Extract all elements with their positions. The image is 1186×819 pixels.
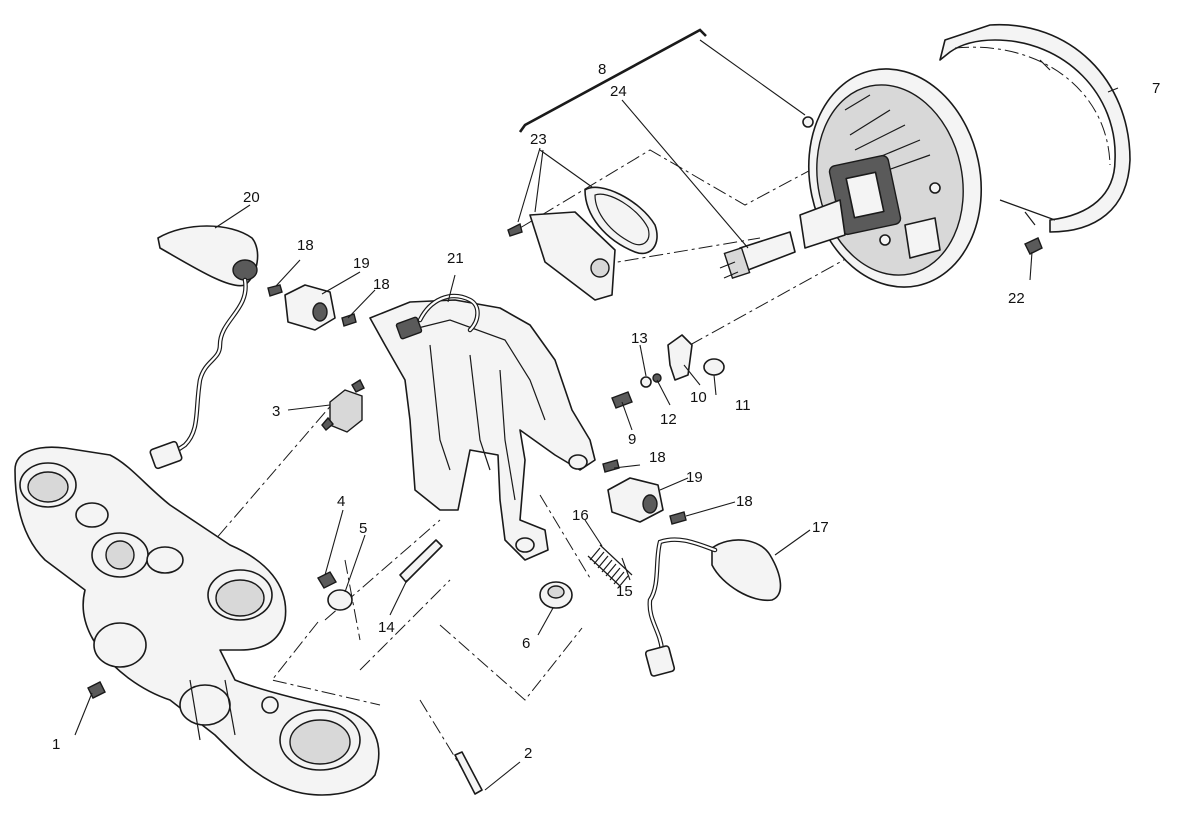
- bushing-part-5: [327, 589, 353, 611]
- callout-24: 24: [610, 83, 627, 100]
- callout-13: 13: [631, 330, 648, 347]
- screw-part-18-d: [669, 511, 687, 525]
- callout-1: 1: [52, 736, 60, 753]
- callout-11: 11: [735, 397, 751, 414]
- callout-19-a: 19: [353, 255, 370, 272]
- turn-signal-right-part-17: [644, 537, 782, 677]
- callout-8: 8: [598, 61, 606, 78]
- callout-6: 6: [522, 635, 530, 652]
- callout-18-b: 18: [373, 276, 390, 293]
- callout-20: 20: [243, 189, 260, 206]
- mount-part-3: [321, 378, 365, 433]
- callout-22: 22: [1008, 290, 1025, 307]
- callout-9: 9: [628, 431, 636, 448]
- headlight-body-part-8: [799, 68, 983, 288]
- leader-line-part-8: [699, 39, 806, 116]
- turn-signal-left-part-20: [149, 225, 259, 470]
- callout-12: 12: [660, 411, 677, 428]
- cover-assembly-part-23: [507, 186, 658, 301]
- bulb-part-24: [719, 231, 796, 280]
- callout-4: 4: [337, 493, 345, 510]
- callout-labels: 1 2 3 4 5 6 7 8 9 10 11 12 13 14 15 16 1…: [52, 61, 1160, 762]
- adjuster-hardware-parts-9-13: [611, 334, 725, 409]
- screw-part-18-b: [341, 313, 357, 327]
- callout-5: 5: [359, 520, 367, 537]
- spring-part-16: [587, 544, 633, 589]
- callout-2: 2: [524, 745, 532, 762]
- callout-16: 16: [572, 507, 589, 524]
- rubber-mount-part-19-lower: [607, 477, 664, 523]
- callout-10: 10: [690, 389, 707, 406]
- callout-leader-lines: [74, 87, 1119, 791]
- screw-part-18-a: [267, 284, 283, 297]
- callout-15: 15: [616, 583, 633, 600]
- callout-23: 23: [530, 131, 547, 148]
- callout-21: 21: [447, 250, 464, 267]
- callout-14: 14: [378, 619, 395, 636]
- nut-part-4: [317, 571, 337, 589]
- callout-18-a: 18: [297, 237, 314, 254]
- callout-18-d: 18: [736, 493, 753, 510]
- callout-18-c: 18: [649, 449, 666, 466]
- callout-19-b: 19: [686, 469, 703, 486]
- rubber-mount-part-19-upper: [284, 284, 336, 331]
- screw-part-18-c: [602, 459, 620, 473]
- pin-part-14: [399, 539, 443, 583]
- callout-3: 3: [272, 403, 280, 420]
- steering-yoke: [14, 446, 380, 796]
- grommet-part-6: [539, 581, 573, 609]
- screw-part-22: [1024, 237, 1043, 255]
- bracket-part-21: [369, 293, 596, 561]
- callout-7: 7: [1152, 80, 1160, 97]
- callout-17: 17: [812, 519, 829, 536]
- bracket-line-part-8: [518, 28, 707, 133]
- trim-ring-part-7: [939, 24, 1131, 233]
- bolt-part-2: [454, 751, 483, 795]
